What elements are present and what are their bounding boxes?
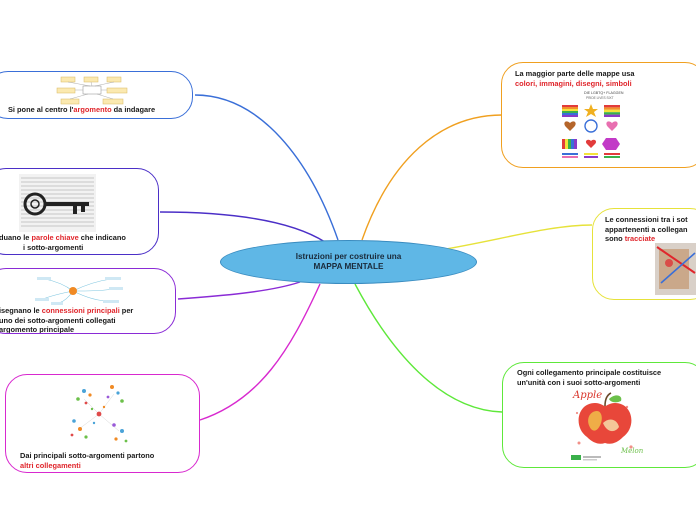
central-topic-line2: MAPPA MENTALE [313,262,384,271]
node-altri-collegamenti-text: Dai principali sotto-argomenti partono a… [20,451,155,470]
network-thumbnail [70,385,128,443]
apple-thumbnail [569,387,641,463]
node-connessioni-tracciate-text: Le connessioni tra i sot appartenenti a … [605,215,688,243]
branch-n4 [199,283,321,421]
branch-n6 [439,224,593,251]
node-colori-simboli[interactable]: La maggior parte delle mappe usa colori,… [501,62,696,168]
node-parole-chiave-text: duano le parole chiave che indicano i so… [0,233,126,252]
apple-top-label: Apple [573,390,603,401]
symbols-title: DIE LGBTQ+ FLAGGEN [584,91,624,95]
branch-n2 [159,211,326,243]
apple-bottom-label: Melon [621,447,644,455]
pride-symbols-thumbnail [562,104,620,158]
mindmap-thumbnail [35,277,123,305]
central-topic-line1: Istruzioni per costruire una [295,251,402,261]
node-connessioni-tracciate[interactable]: Le connessioni tra i sot appartenenti a … [592,208,696,300]
node-unita-text: Ogni collegamento principale costituisce… [517,368,662,387]
node-altri-collegamenti[interactable]: Dai principali sotto-argomenti partono a… [5,374,200,473]
node-argomento[interactable]: Si pone al centro l'argomento da indagar… [0,71,193,119]
flowchart-thumbnail [56,76,128,105]
node-parole-chiave[interactable]: duano le parole chiave che indicano i so… [0,168,159,255]
branch-n5 [361,114,503,241]
branch-n7 [354,283,503,413]
key-image [19,174,96,232]
node-argomento-text: Si pone al centro l'argomento da indagar… [8,105,156,114]
traced-lines-thumbnail [655,243,696,295]
symbols-subtitle: PRIDE LIVES SIXT [586,96,614,100]
node-colori-simboli-text: La maggior parte delle mappe usa colori,… [515,69,635,88]
node-connessioni[interactable]: isegnano le connessioni principali per u… [0,268,176,334]
node-unita[interactable]: Ogni collegamento principale costituisce… [502,362,696,468]
branch-n1 [194,94,339,241]
branch-n3 [177,281,301,300]
node-connessioni-text: isegnano le connessioni principali per u… [0,306,134,334]
central-topic[interactable]: Istruzioni per costruire una MAPPA MENTA… [220,240,477,284]
